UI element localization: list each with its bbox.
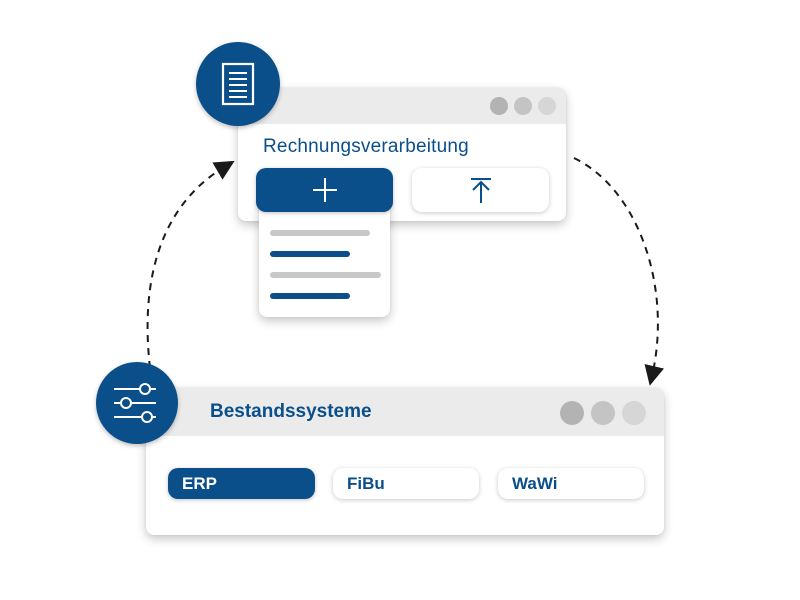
window-control-dot[interactable] — [622, 401, 646, 425]
document-badge — [196, 42, 280, 126]
invoice-window-title: Rechnungsverarbeitung — [263, 136, 469, 157]
arrow-to-top-window — [146, 160, 235, 369]
upload-button[interactable] — [412, 168, 549, 212]
sliders-icon — [114, 383, 156, 423]
window-control-dot[interactable] — [514, 97, 532, 115]
tab-fibu[interactable]: FiBu — [333, 468, 479, 499]
add-button[interactable] — [256, 168, 393, 212]
dropdown-item-placeholder[interactable] — [270, 251, 350, 257]
tab-wawi[interactable]: WaWi — [498, 468, 644, 499]
systems-window-title: Bestandssysteme — [210, 401, 372, 422]
plus-icon — [312, 178, 337, 202]
dropdown-item-placeholder[interactable] — [270, 293, 350, 299]
dropdown-item-placeholder[interactable] — [270, 272, 381, 278]
arrow-to-bottom-window — [573, 157, 665, 386]
window-control-dot[interactable] — [591, 401, 615, 425]
existing-systems-window: Bestandssysteme ERP FiBu WaWi — [146, 388, 664, 535]
dropdown-item-placeholder[interactable] — [270, 230, 370, 236]
tab-fibu-label: FiBu — [347, 473, 385, 493]
window-control-dot[interactable] — [490, 97, 508, 115]
sliders-badge — [96, 362, 178, 444]
invoice-processing-window: Rechnungsverarbeitung — [238, 88, 566, 221]
invoice-window-titlebar — [238, 88, 566, 124]
window-control-dot[interactable] — [560, 401, 584, 425]
tab-wawi-label: WaWi — [512, 473, 558, 493]
document-icon — [221, 62, 255, 106]
tab-erp-label: ERP — [182, 473, 217, 493]
tab-erp[interactable]: ERP — [168, 468, 315, 499]
window-control-dot[interactable] — [538, 97, 556, 115]
upload-arrow-icon — [470, 178, 491, 203]
systems-window-titlebar — [146, 388, 664, 436]
add-dropdown-menu — [259, 200, 390, 317]
